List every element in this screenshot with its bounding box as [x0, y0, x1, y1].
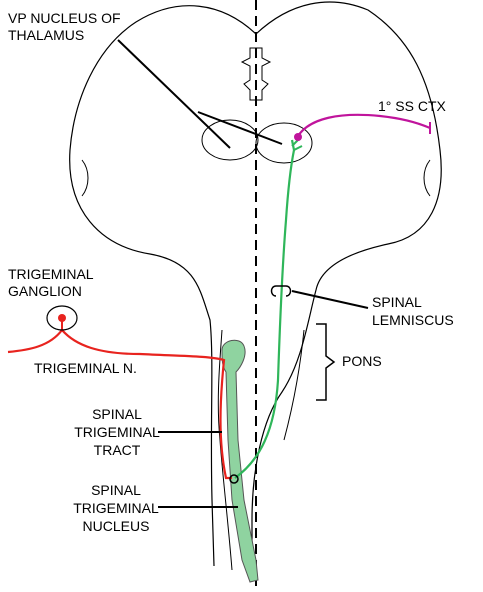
thalamocortical-projection — [297, 113, 431, 137]
spinal-trigeminal-nucleus-label-line3: NUCLEUS — [82, 518, 150, 534]
synapse-circle — [229, 474, 239, 484]
vp-nucleus-label-line1: VP NUCLEUS OF — [8, 10, 121, 26]
ss-ctx-label: 1° SS CTX — [378, 98, 446, 114]
pons-label: PONS — [342, 353, 382, 369]
trigeminal-ganglion-shape — [46, 305, 78, 331]
spinal-trigeminal-tract-label-line3: TRACT — [93, 442, 141, 458]
spinal-trigeminal-nucleus-label-line2: TRIGEMINAL — [73, 500, 159, 516]
trigeminal-lemniscus-pathway — [234, 139, 296, 479]
ganglion-cell — [58, 314, 66, 322]
trigeminal-nerve-path — [7, 328, 232, 480]
spinal-trigeminal-tract-label-line1: SPINAL — [92, 406, 142, 422]
spinal-lemniscus-label-line1: SPINAL — [372, 294, 422, 310]
right-thalamus — [255, 122, 313, 164]
spinal-lemniscus-label-line2: LEMNISCUS — [372, 312, 454, 328]
vp-nucleus-label-line2: THALAMUS — [8, 27, 85, 43]
vp-leader-1 — [117, 39, 231, 149]
spinal-trigeminal-tract-label-line2: TRIGEMINAL — [74, 424, 160, 440]
trigeminal-ganglion-label-line2: GANGLION — [8, 283, 82, 299]
brainstem-inner-contour-right — [283, 329, 305, 441]
right-temporal-fold — [423, 159, 431, 197]
spinal-lemniscus-marker — [270, 285, 292, 297]
left-thalamus — [201, 119, 259, 161]
vp-leader-2 — [197, 111, 283, 145]
trigeminal-ganglion-label-line1: TRIGEMINAL — [8, 266, 94, 282]
left-temporal-fold — [81, 159, 89, 197]
trigeminal-nerve-label: TRIGEMINAL N. — [34, 360, 137, 376]
spinal-trigeminal-nucleus-label-line1: SPINAL — [91, 482, 141, 498]
midline-ventricle — [240, 47, 272, 101]
spinal-lemniscus-leader — [291, 290, 369, 309]
brain-outline — [69, 1, 442, 567]
pons-bracket — [316, 323, 336, 401]
vp-relay-neuron — [294, 133, 302, 141]
